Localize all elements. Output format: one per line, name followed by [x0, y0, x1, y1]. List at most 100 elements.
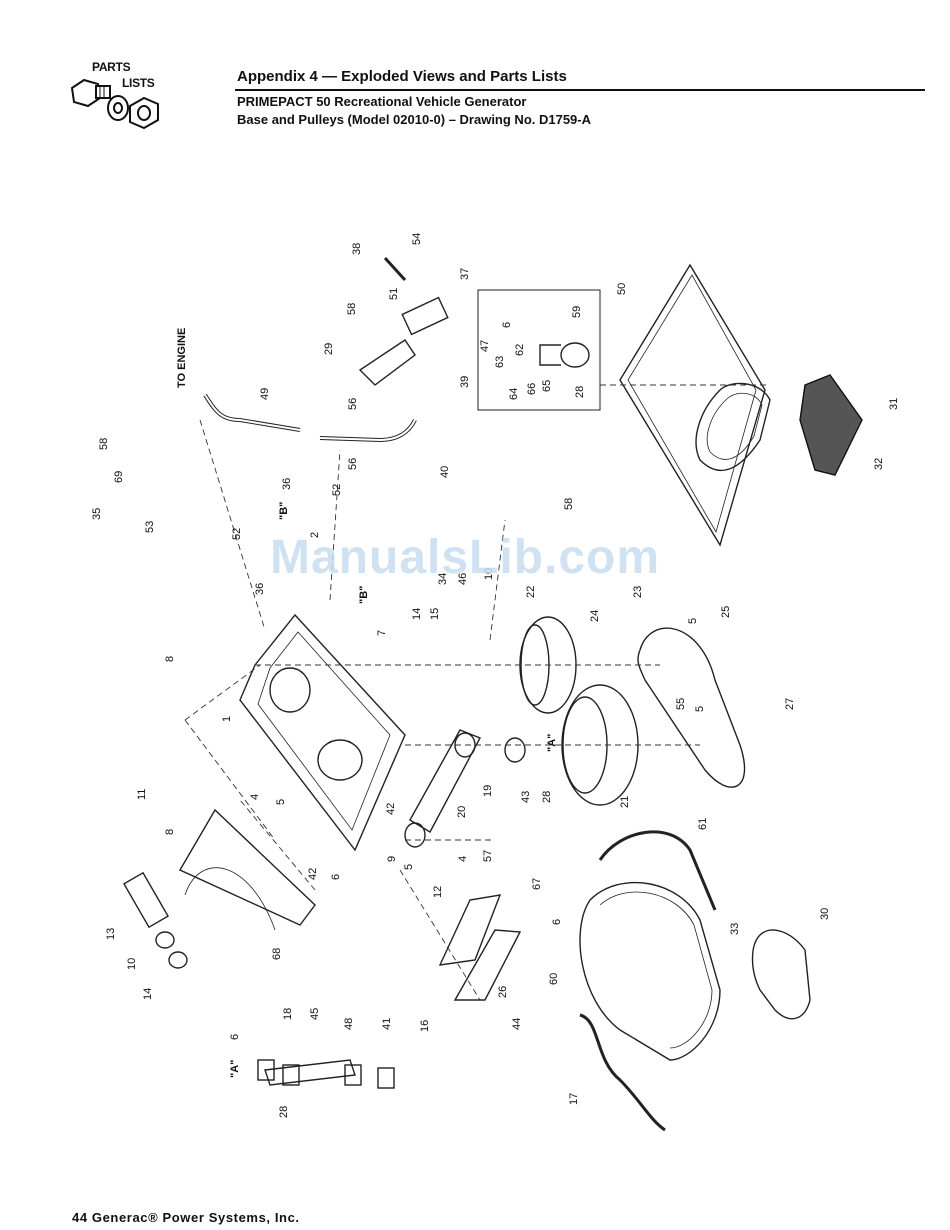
page-title: Appendix 4 — Exploded Views and Parts Li…: [237, 68, 567, 85]
callout-9: 9: [386, 856, 398, 862]
callout-5: 5: [694, 706, 706, 712]
callout-31: 31: [888, 398, 900, 410]
callout-63: 63: [494, 356, 506, 368]
callout-28: 28: [278, 1106, 290, 1118]
callout-42: 42: [385, 803, 397, 815]
callout-58: 58: [346, 303, 358, 315]
note-a-2: "A": [229, 1060, 241, 1078]
callout-4: 4: [457, 856, 469, 862]
callout-52: 52: [331, 484, 343, 496]
callout-25: 25: [720, 606, 732, 618]
callout-15: 15: [429, 608, 441, 620]
callout-68: 68: [271, 948, 283, 960]
callout-30: 30: [819, 908, 831, 920]
callout-10: 10: [483, 568, 495, 580]
callout-5: 5: [687, 618, 699, 624]
callout-36: 36: [281, 478, 293, 490]
logo-line2: LISTS: [122, 76, 155, 90]
callout-64: 64: [508, 388, 520, 400]
callout-6: 6: [330, 874, 342, 880]
callout-12: 12: [432, 886, 444, 898]
note-a-1: "A": [546, 734, 558, 752]
callout-28: 28: [541, 791, 553, 803]
callout-1: 1: [221, 716, 233, 722]
callout-38: 38: [351, 243, 363, 255]
page-subtitle: PRIMEPACT 50 Recreational Vehicle Genera…: [237, 94, 527, 109]
callout-7: 7: [376, 630, 388, 636]
callout-28: 28: [574, 386, 586, 398]
callout-13: 13: [105, 928, 117, 940]
callout-59: 59: [571, 306, 583, 318]
callout-35: 35: [91, 508, 103, 520]
drawing-title: Base and Pulleys (Model 02010-0) – Drawi…: [237, 112, 592, 127]
mounting-pad: [799, 374, 863, 476]
callout-42: 42: [307, 868, 319, 880]
callout-43: 43: [520, 791, 532, 803]
callout-26: 26: [497, 986, 509, 998]
callout-5: 5: [403, 864, 415, 870]
note-b-2: "B": [358, 586, 370, 604]
callout-21: 21: [619, 796, 631, 808]
callout-24: 24: [589, 610, 601, 622]
callout-20: 20: [456, 806, 468, 818]
callout-29: 29: [323, 343, 335, 355]
callout-62: 62: [514, 344, 526, 356]
callout-37: 37: [459, 268, 471, 280]
callout-11: 11: [136, 789, 148, 800]
callout-10: 10: [126, 958, 138, 970]
callout-66: 66: [526, 383, 538, 395]
callout-23: 23: [632, 586, 644, 598]
callout-17: 17: [568, 1093, 580, 1105]
callout-51: 51: [388, 288, 400, 300]
callout-39: 39: [459, 376, 471, 388]
callout-49: 49: [259, 388, 271, 400]
page-footer: 44 Generac® Power Systems, Inc.: [72, 1210, 300, 1225]
belt-guard: [579, 881, 721, 1061]
nut-bolt-icon: [70, 78, 159, 130]
note-b-1: "B": [278, 502, 290, 520]
callout-61: 61: [697, 818, 709, 830]
inset-box: [477, 289, 601, 411]
callout-55: 55: [675, 698, 687, 710]
base-plate: [619, 263, 766, 547]
callout-8: 8: [164, 829, 176, 835]
callout-22: 22: [525, 586, 537, 598]
callout-19: 19: [482, 785, 494, 797]
callout-48: 48: [343, 1018, 355, 1030]
main-frame: [239, 613, 406, 852]
callout-67: 67: [531, 878, 543, 890]
callout-45: 45: [309, 1008, 321, 1020]
callout-16: 16: [419, 1020, 431, 1032]
callout-6: 6: [229, 1034, 241, 1040]
callout-14: 14: [142, 988, 154, 1000]
callout-47: 47: [479, 340, 491, 352]
to-engine-label: TO ENGINE: [176, 328, 188, 388]
callout-54: 54: [411, 233, 423, 245]
callout-57: 57: [482, 850, 494, 862]
callout-33: 33: [729, 923, 741, 935]
callout-6: 6: [501, 322, 513, 328]
callout-32: 32: [873, 458, 885, 470]
callout-65: 65: [541, 380, 553, 392]
callout-52: 52: [231, 528, 243, 540]
callout-4: 4: [249, 794, 261, 800]
header-rule: [235, 89, 925, 91]
watermark: ManualsLib.com: [270, 531, 661, 584]
callout-60: 60: [548, 973, 560, 985]
callout-46: 46: [457, 573, 469, 585]
callout-41: 41: [381, 1018, 393, 1030]
callout-2: 2: [309, 532, 321, 538]
callout-14: 14: [411, 608, 423, 620]
drive-belt: [637, 627, 746, 788]
callout-53: 53: [144, 521, 156, 533]
callout-44: 44: [511, 1018, 523, 1030]
callout-69: 69: [113, 471, 125, 483]
callout-34: 34: [437, 573, 449, 585]
callout-56: 56: [347, 398, 359, 410]
callout-18: 18: [282, 1008, 294, 1020]
callout-8: 8: [164, 656, 176, 662]
logo-line1: PARTS: [92, 60, 131, 74]
parts-lists-logo: PARTS LISTS: [62, 58, 172, 138]
